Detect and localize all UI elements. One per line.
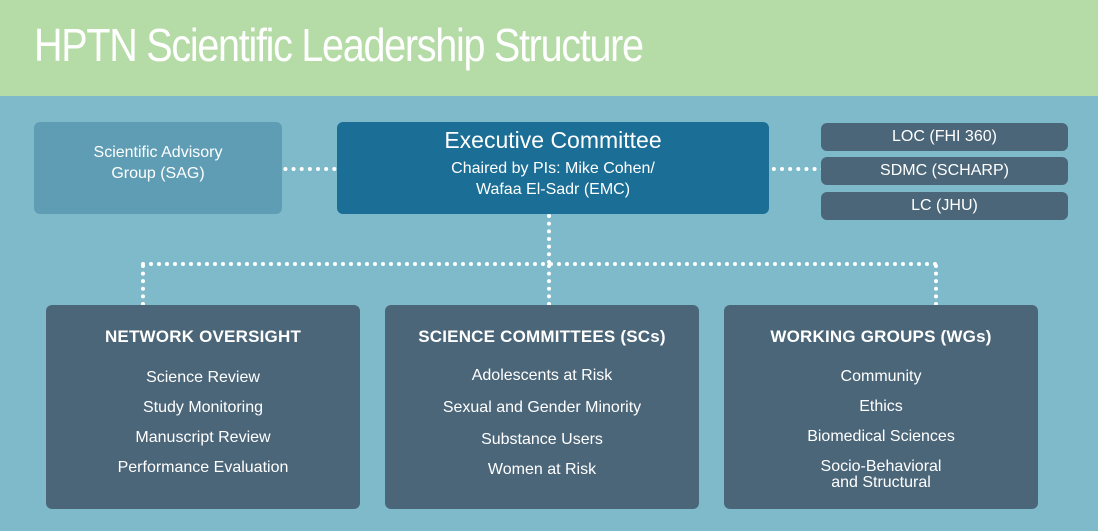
panel-working-groups: WORKING GROUPS (WGs) Community Ethics Bi… — [724, 305, 1038, 509]
panel-heading: SCIENCE COMMITTEES (SCs) — [418, 327, 666, 346]
connector-right-panel — [934, 264, 938, 306]
page-title: HPTN Scientific Leadership Structure — [34, 19, 644, 71]
panel-science-committees: SCIENCE COMMITTEES (SCs) Adolescents at … — [385, 305, 699, 509]
executive-chair-line-1: Chaired by PIs: Mike Cohen/ — [451, 160, 655, 177]
scientific-advisory-group-box: Scientific Advisory Group (SAG) — [34, 122, 282, 214]
sag-line-1: Scientific Advisory — [93, 144, 223, 161]
list-item: Community — [840, 368, 922, 385]
panel-network-oversight: NETWORK OVERSIGHT Science Review Study M… — [46, 305, 360, 509]
list-item: Women at Risk — [487, 461, 597, 478]
executive-chair-line-2: Wafaa El-Sadr (EMC) — [475, 181, 631, 198]
list-item: and Structural — [831, 474, 931, 491]
panel-heading: WORKING GROUPS (WGs) — [770, 327, 992, 346]
list-item: Performance Evaluation — [117, 459, 289, 476]
connector-sag-exec — [259, 167, 369, 171]
connector-middle-panel — [547, 264, 551, 306]
side-box-sdmc: SDMC (SCHARP) — [821, 157, 1068, 185]
connector-exec-side — [723, 167, 833, 171]
list-item: Socio-Behavioral — [820, 458, 942, 475]
list-item: Sexual and Gender Minority — [442, 399, 642, 416]
list-item: Adolescents at Risk — [471, 367, 613, 384]
executive-title: Executive Committee — [444, 127, 662, 153]
side-box-loc: LOC (FHI 360) — [821, 123, 1068, 151]
connector-left-panel — [141, 264, 145, 306]
list-item: Substance Users — [481, 431, 603, 448]
header-banner: HPTN Scientific Leadership Structure — [0, 0, 1098, 96]
side-box-lc: LC (JHU) — [821, 192, 1068, 220]
list-item: Study Monitoring — [142, 399, 264, 416]
connector-exec-down — [547, 214, 551, 264]
list-item: Ethics — [859, 398, 903, 415]
sag-line-2: Group (SAG) — [111, 165, 205, 182]
list-item: Science Review — [146, 369, 260, 386]
list-item: Biomedical Sciences — [807, 428, 955, 445]
executive-committee-box: Executive Committee Chaired by PIs: Mike… — [337, 122, 769, 214]
connector-horizontal-bus — [141, 262, 938, 266]
panel-heading: NETWORK OVERSIGHT — [104, 327, 302, 346]
list-item: Manuscript Review — [135, 429, 271, 446]
